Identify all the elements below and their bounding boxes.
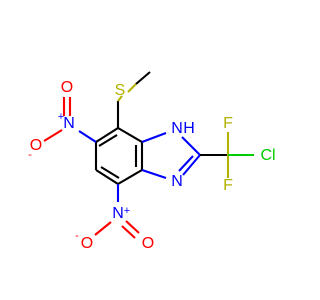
nitro-bottom-oxygen-single-atom: O bbox=[81, 235, 93, 252]
bond-ring-4 bbox=[117, 169, 143, 185]
nitro-bottom-minus-charge: - bbox=[75, 230, 79, 242]
bond-ring-3-double bbox=[100, 166, 120, 179]
bond-nitro-bottom-o-double bbox=[125, 220, 140, 234]
fluorine-bottom-atom: F bbox=[223, 177, 233, 194]
bond-c2-n3 bbox=[182, 154, 201, 176]
sulfur-atom: S bbox=[115, 82, 126, 99]
nitro-bottom-oxygen-double-atom: O bbox=[142, 235, 154, 252]
bond-ring-nitro-top bbox=[78, 130, 97, 143]
bond-nitro-top-o-single bbox=[43, 129, 63, 142]
nh-hydrogen-atom: H bbox=[183, 120, 195, 137]
bond-s-ch3 bbox=[135, 71, 151, 85]
nitro-top-plus-charge: + bbox=[58, 111, 64, 123]
bond-nitro-bottom-o-double-2 bbox=[121, 225, 136, 239]
bond-s-ch3-colored bbox=[127, 83, 137, 93]
fluorine-top-atom: F bbox=[223, 115, 233, 132]
bond-c2-n3-double bbox=[178, 155, 194, 172]
bond-n3-c3a bbox=[141, 169, 167, 179]
nitro-top-nitrogen-atom: N bbox=[63, 115, 75, 132]
nitro-top-minus-charge: - bbox=[28, 149, 32, 161]
bond-nitro-bottom-o-single bbox=[94, 221, 112, 236]
imidazole-n3-atom: N bbox=[171, 173, 183, 190]
chlorine-atom: Cl bbox=[260, 147, 275, 164]
bond-ring-1-double bbox=[98, 134, 118, 147]
nitro-top-oxygen-double-atom: O bbox=[61, 79, 73, 96]
bond-ring-1 bbox=[95, 127, 119, 143]
bond-c7a-n1 bbox=[141, 132, 167, 143]
bond-s-ring-colored bbox=[117, 95, 123, 102]
nitro-bottom-plus-charge: + bbox=[124, 205, 130, 217]
nitro-bottom-nitrogen-atom: N bbox=[112, 205, 124, 222]
bond-n1-c2 bbox=[181, 136, 201, 156]
nh-nitrogen-atom: N bbox=[171, 120, 183, 137]
molecule-structure: S N H N F F Cl N + O O - N + O O - bbox=[28, 71, 276, 252]
nitro-top-oxygen-single-atom: O bbox=[30, 137, 42, 154]
bond-ring-6 bbox=[117, 127, 143, 143]
bond-ring-3 bbox=[95, 169, 119, 185]
